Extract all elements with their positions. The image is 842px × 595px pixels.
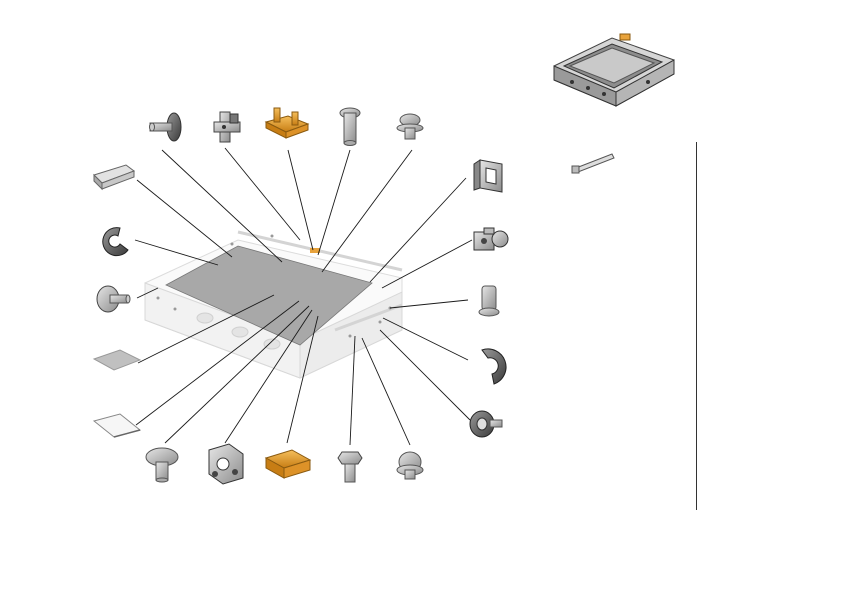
orange-connector-icon (264, 107, 310, 139)
flanged-screw-icon (396, 451, 424, 480)
cable-tie-icon (571, 153, 615, 174)
thermal-sheet-icon (92, 349, 142, 371)
hinge-bracket-icon (208, 443, 244, 485)
leader-line (349, 335, 356, 446)
leader-line (379, 329, 471, 421)
leader-line (389, 299, 469, 309)
hinge-clamp-icon (473, 227, 509, 251)
leader-line (161, 149, 283, 263)
leader-line (136, 179, 233, 258)
leader-line (164, 305, 310, 444)
leader-line (317, 149, 351, 256)
tray-cutout (231, 326, 249, 338)
assembled-tray-icon (553, 33, 675, 107)
flanged-screw-icon (469, 410, 503, 438)
mushroom-pin-icon (145, 447, 179, 483)
shoulder-screw-icon (149, 112, 182, 142)
tray-assembly (144, 230, 403, 379)
leader-line (136, 287, 159, 299)
leader-line (287, 149, 314, 251)
shoulder-screw-icon (96, 285, 131, 313)
leader-line (224, 309, 313, 444)
pan-head-pin-icon (339, 107, 361, 146)
leader-line (137, 294, 275, 364)
thermal-plate (165, 245, 373, 346)
insulation-film-icon (92, 413, 142, 438)
screw-hole (156, 296, 160, 300)
leader-line (134, 239, 219, 266)
screw-hole (378, 320, 382, 324)
orange-block-icon (264, 449, 312, 479)
frame-bracket-icon (473, 159, 503, 193)
e-clip-icon (481, 348, 507, 385)
leader-line (224, 147, 301, 241)
leader-line (382, 317, 469, 361)
screw-hole (348, 334, 352, 338)
leader-line (369, 177, 467, 283)
tray-orange-connector (310, 248, 320, 253)
pin-icon (478, 285, 500, 317)
screw-hole (230, 242, 234, 246)
leader-lines (134, 147, 473, 446)
screw-hole (270, 234, 274, 238)
tray-cutout (196, 312, 214, 324)
inset-divider-line (696, 142, 697, 510)
flanged-screw-icon (396, 113, 424, 140)
leader-line (361, 337, 411, 446)
leader-line (286, 315, 319, 444)
e-clip-icon (102, 227, 129, 257)
hex-bolt-icon (337, 451, 363, 483)
screw-hole (173, 307, 177, 311)
leader-line (381, 239, 473, 289)
leader-line (321, 149, 413, 273)
foam-pad-icon (93, 164, 136, 191)
leader-line (135, 300, 300, 426)
tray-cutout (263, 338, 281, 350)
clip-bracket-icon (213, 111, 241, 143)
